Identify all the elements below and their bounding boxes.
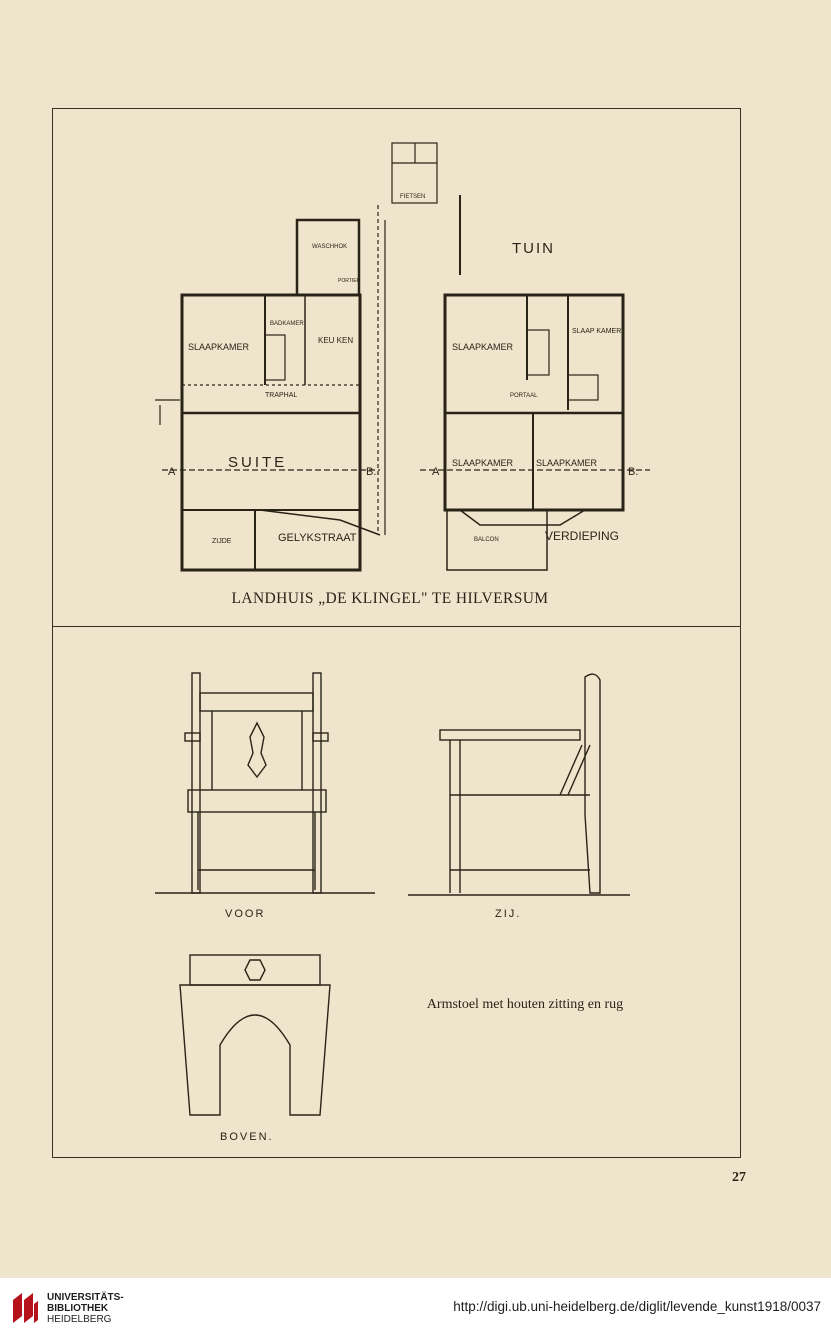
label-tuin: TUIN [512, 240, 555, 257]
frame-divider [52, 626, 741, 627]
label-slaapkamer-ground: SLAAPKAMER [188, 342, 250, 352]
library-logo-text: UNIVERSITÄTS- BIBLIOTHEK HEIDELBERG [47, 1292, 124, 1325]
plans-caption: LANDHUIS „DE KLINGEL" TE HILVERSUM [231, 590, 549, 607]
label-zij: ZIJ. [495, 908, 521, 920]
label-zijde: ZIJDE [212, 538, 232, 545]
label-voor: VOOR [225, 908, 265, 920]
library-logo-icon [13, 1293, 38, 1323]
library-footer: UNIVERSITÄTS- BIBLIOTHEK HEIDELBERG http… [0, 1278, 831, 1338]
label-badkamer: BADKAMER [270, 321, 304, 327]
label-slaapkamer-mid-right: SLAAPKAMER [536, 458, 598, 468]
label-balcon: BALCON [474, 537, 499, 543]
label-fietsen: FIETSEN [400, 194, 425, 200]
marker-b-ground: B. [366, 466, 376, 478]
label-gelykstraat: GELYKSTRAAT [278, 532, 357, 544]
label-portaal: PORTAAL [510, 393, 538, 399]
label-slaapkamer-upper: SLAAPKAMER [452, 342, 514, 352]
label-boven: BOVEN. [220, 1131, 274, 1143]
marker-a-upper: A [432, 466, 440, 478]
page-number: 27 [732, 1170, 746, 1185]
label-traphal: TRAPHAL [265, 392, 297, 399]
label-slaap-kamer: SLAAP KAMER [572, 328, 621, 335]
label-slaapkamer-mid-left: SLAAPKAMER [452, 458, 514, 468]
marker-b-upper: B. [628, 466, 638, 478]
marker-a-ground: A [168, 466, 176, 478]
label-verdieping: VERDIEPING [545, 529, 619, 543]
label-waschhok: WASCHHOK [312, 244, 347, 250]
label-suite: SUITE [228, 454, 287, 471]
scanned-page: TUIN FIETSEN WASCHHOK PORTIEK BADKAMER S… [52, 108, 746, 1185]
logo-line-1: UNIVERSITÄTS- [47, 1292, 124, 1303]
label-keuken: KEU KEN [318, 336, 353, 345]
logo-line-3: HEIDELBERG [47, 1314, 112, 1325]
page-frame [52, 108, 741, 1158]
logo-line-2: BIBLIOTHEK [47, 1303, 109, 1314]
floor-plans-drawing: TUIN FIETSEN WASCHHOK PORTIEK BADKAMER S… [155, 142, 650, 572]
armchair-drawings: VOOR ZIJ. BOVEN. [155, 672, 630, 1143]
source-url-link[interactable]: http://digi.ub.uni-heidelberg.de/diglit/… [453, 1299, 821, 1314]
armchair-caption: Armstoel met houten zitting en rug [426, 997, 624, 1012]
label-portiek: PORTIEK [338, 278, 361, 284]
